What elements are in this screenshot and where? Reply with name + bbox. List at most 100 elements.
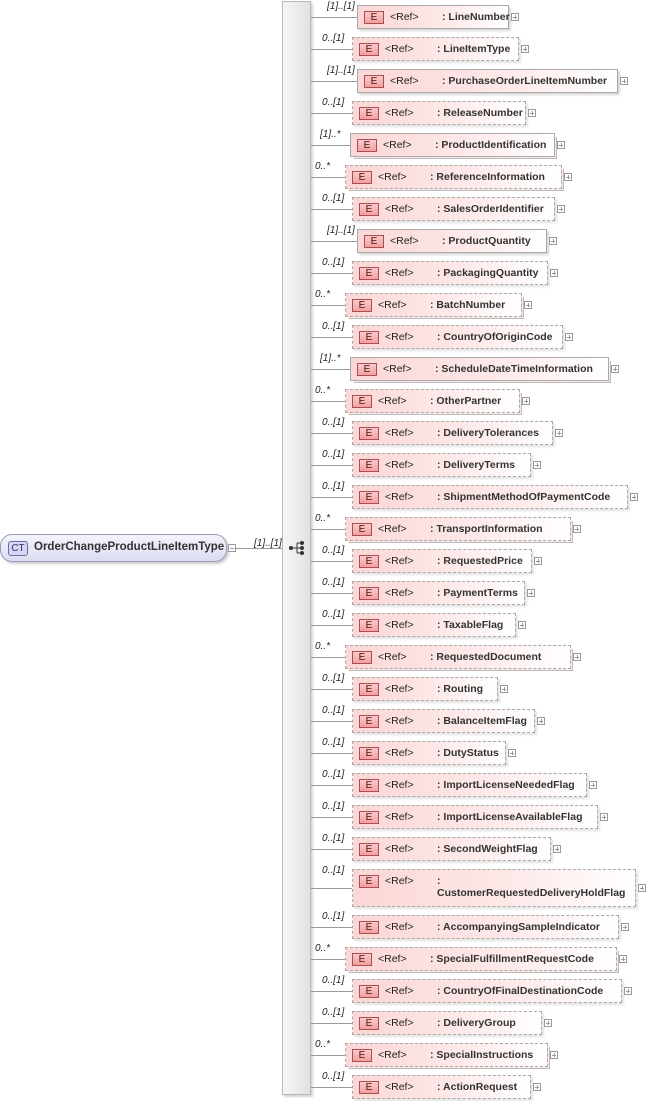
expand-icon[interactable] xyxy=(511,13,519,21)
element-badge: E xyxy=(359,491,379,504)
element-node[interactable]: E<Ref>: ImportLicenseAvailableFlag xyxy=(352,805,598,829)
element-node[interactable]: E<Ref>: LineNumber xyxy=(357,5,510,29)
cardinality-label: [1]..[1] xyxy=(327,225,355,236)
element-node[interactable]: E<Ref>: ScheduleDateTimeInformation xyxy=(350,357,609,381)
expand-icon[interactable] xyxy=(550,269,558,277)
element-connector xyxy=(311,593,352,594)
expand-icon[interactable] xyxy=(537,717,545,725)
element-node[interactable]: E<Ref>: ShipmentMethodOfPaymentCode xyxy=(352,485,628,509)
element-node[interactable]: E<Ref>: DutyStatus xyxy=(352,741,506,765)
cardinality-label: 0..* xyxy=(315,385,331,396)
element-node[interactable]: E<Ref>: SecondWeightFlag xyxy=(352,837,551,861)
expand-icon[interactable] xyxy=(619,955,627,963)
element-node[interactable]: E<Ref>: SalesOrderIdentifier xyxy=(352,197,555,221)
expand-icon[interactable] xyxy=(518,621,526,629)
expand-icon[interactable] xyxy=(557,141,565,149)
expand-icon[interactable] xyxy=(564,173,572,181)
element-node[interactable]: E<Ref>: PurchaseOrderLineItemNumber xyxy=(357,69,618,93)
element-node[interactable]: E<Ref>: ReleaseNumber xyxy=(352,101,526,125)
expand-icon[interactable] xyxy=(528,109,536,117)
element-node[interactable]: E<Ref>: Routing xyxy=(352,677,498,701)
expand-icon[interactable] xyxy=(638,884,646,892)
element-node[interactable]: E<Ref>: DeliveryTolerances xyxy=(352,421,553,445)
element-badge: E xyxy=(359,459,379,472)
expand-icon[interactable] xyxy=(527,589,535,597)
element-node[interactable]: E<Ref>: LineItemType xyxy=(352,37,519,61)
element-node[interactable]: E<Ref>: SpecialInstructions xyxy=(345,1043,548,1067)
element-node[interactable]: E<Ref>: DeliveryGroup xyxy=(352,1011,542,1035)
expand-icon[interactable] xyxy=(573,653,581,661)
expand-icon[interactable] xyxy=(611,365,619,373)
element-node[interactable]: E<Ref>: RequestedPrice xyxy=(352,549,532,573)
element-node[interactable]: E<Ref>: AccompanyingSampleIndicator xyxy=(352,915,619,939)
element-node[interactable]: E<Ref>: PaymentTerms xyxy=(352,581,525,605)
element-ref-label: <Ref> xyxy=(385,921,414,933)
element-ref-label: <Ref> xyxy=(385,43,414,55)
element-connector xyxy=(311,337,352,338)
element-badge: E xyxy=(352,523,372,536)
element-node[interactable]: E<Ref>: CountryOfOriginCode xyxy=(352,325,563,349)
element-connector xyxy=(311,785,352,786)
expand-icon[interactable] xyxy=(621,923,629,931)
expand-icon[interactable] xyxy=(557,205,565,213)
expand-icon[interactable] xyxy=(550,1051,558,1059)
element-node[interactable]: E<Ref>: ActionRequest xyxy=(352,1075,531,1099)
expand-icon[interactable] xyxy=(500,685,508,693)
expand-icon[interactable] xyxy=(600,813,608,821)
element-badge: E xyxy=(352,953,372,966)
element-ref-label: <Ref> xyxy=(385,459,414,471)
expand-icon[interactable] xyxy=(555,429,563,437)
element-node[interactable]: E<Ref>: DeliveryTerms xyxy=(352,453,531,477)
element-badge: E xyxy=(359,331,379,344)
element-badge: E xyxy=(352,651,372,664)
element-node[interactable]: E<Ref>: BalanceItemFlag xyxy=(352,709,535,733)
element-node[interactable]: E<Ref>: SpecialFulfillmentRequestCode xyxy=(345,947,617,971)
expand-icon[interactable] xyxy=(521,45,529,53)
expand-icon[interactable] xyxy=(630,493,638,501)
expand-icon[interactable] xyxy=(544,1019,552,1027)
element-connector xyxy=(311,1055,345,1056)
element-node[interactable]: E<Ref>: ProductQuantity xyxy=(357,229,547,253)
element-node[interactable]: E<Ref>: ProductIdentification xyxy=(350,133,555,157)
expand-icon[interactable] xyxy=(524,301,532,309)
expand-icon[interactable] xyxy=(549,237,557,245)
element-node[interactable]: E<Ref>: RequestedDocument xyxy=(345,645,571,669)
element-connector xyxy=(311,145,350,146)
expand-icon[interactable] xyxy=(508,749,516,757)
element-node[interactable]: E<Ref>: CustomerRequestedDeliveryHoldFla… xyxy=(352,869,636,907)
element-node[interactable]: E<Ref>: TaxableFlag xyxy=(352,613,516,637)
complex-type-name: OrderChangeProductLineItemType xyxy=(34,541,225,553)
expand-icon[interactable] xyxy=(522,397,530,405)
expand-icon[interactable] xyxy=(553,845,561,853)
expand-icon[interactable] xyxy=(533,461,541,469)
element-node[interactable]: E<Ref>: CountryOfFinalDestinationCode xyxy=(352,979,622,1003)
element-connector xyxy=(311,465,352,466)
cardinality-label: 0..* xyxy=(315,161,331,172)
element-ref-label: <Ref> xyxy=(385,107,414,119)
element-name: : SalesOrderIdentifier xyxy=(437,203,544,215)
expand-icon[interactable] xyxy=(624,987,632,995)
element-name: : ProductQuantity xyxy=(442,235,531,247)
expand-icon[interactable] xyxy=(620,77,628,85)
element-node[interactable]: E<Ref>: OtherPartner xyxy=(345,389,520,413)
element-node[interactable]: E<Ref>: PackagingQuantity xyxy=(352,261,548,285)
element-node[interactable]: E<Ref>: BatchNumber xyxy=(345,293,522,317)
cardinality-label: 0..[1] xyxy=(322,545,345,556)
complex-type-node[interactable]: CT OrderChangeProductLineItemType xyxy=(0,534,227,562)
cardinality-label: 0..[1] xyxy=(322,865,345,876)
element-node[interactable]: E<Ref>: TransportInformation xyxy=(345,517,571,541)
expand-icon[interactable] xyxy=(573,525,581,533)
cardinality-label: 0..[1] xyxy=(322,975,345,986)
expand-icon[interactable] xyxy=(533,1083,541,1091)
element-badge: E xyxy=(359,1017,379,1030)
element-connector xyxy=(311,849,352,850)
expand-icon[interactable] xyxy=(589,781,597,789)
collapse-icon[interactable] xyxy=(228,544,236,552)
element-node[interactable]: E<Ref>: ImportLicenseNeededFlag xyxy=(352,773,587,797)
cardinality-label: 0..[1] xyxy=(322,97,345,108)
element-node[interactable]: E<Ref>: ReferenceInformation xyxy=(345,165,562,189)
element-badge: E xyxy=(359,747,379,760)
element-badge: E xyxy=(359,843,379,856)
expand-icon[interactable] xyxy=(565,333,573,341)
expand-icon[interactable] xyxy=(534,557,542,565)
